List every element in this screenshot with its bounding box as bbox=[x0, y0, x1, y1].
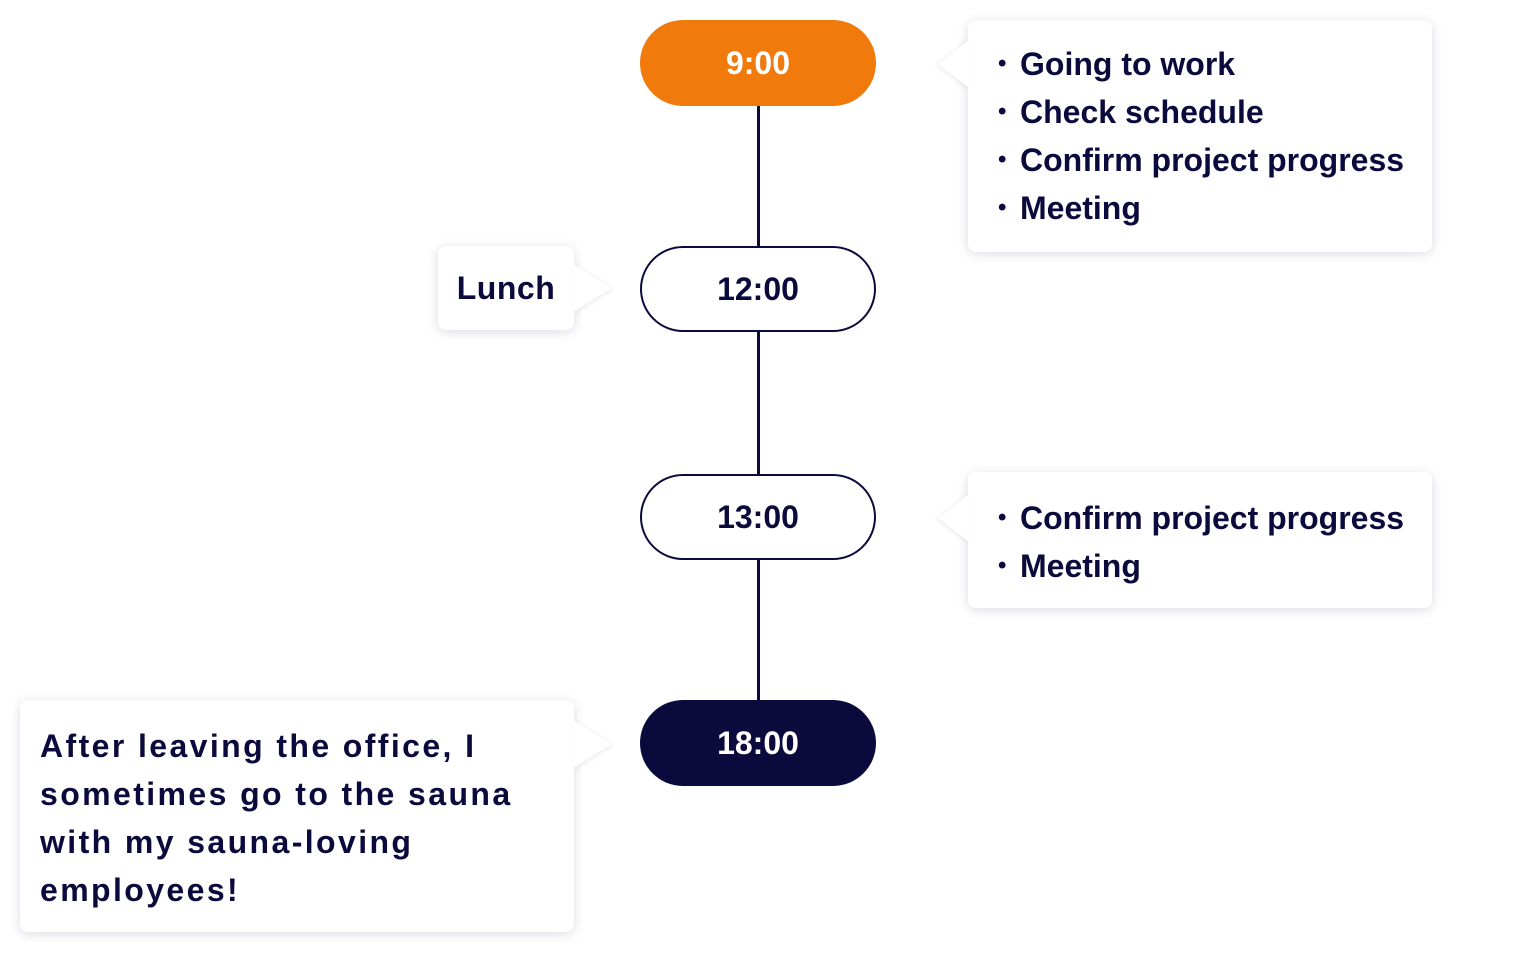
list-item: •Meeting bbox=[998, 548, 1141, 584]
callout-pointer bbox=[573, 264, 612, 312]
time-pill-9: 9:00 bbox=[640, 20, 876, 106]
morning-note-card: •Going to work •Check schedule •Confirm … bbox=[938, 20, 1432, 252]
connector-line-1 bbox=[757, 104, 760, 248]
list-item: •Confirm project progress bbox=[998, 500, 1405, 536]
lunch-note-card: Lunch bbox=[438, 246, 612, 330]
afternoon-task-list: •Confirm project progress •Meeting bbox=[998, 494, 1432, 590]
time-pill-18: 18:00 bbox=[640, 700, 876, 786]
time-label: 12:00 bbox=[717, 270, 799, 307]
connector-line-3 bbox=[757, 558, 760, 702]
callout-pointer bbox=[938, 494, 969, 542]
lunch-label: Lunch bbox=[456, 270, 556, 306]
morning-task-list: •Going to work •Check schedule •Confirm … bbox=[998, 40, 1432, 232]
connector-line-2 bbox=[757, 330, 760, 476]
time-pill-12: 12:00 bbox=[640, 246, 876, 332]
afternoon-note-card: •Confirm project progress •Meeting bbox=[938, 472, 1432, 608]
time-label: 13:00 bbox=[717, 498, 799, 535]
time-label: 18:00 bbox=[717, 724, 799, 761]
time-label: 9:00 bbox=[725, 44, 791, 81]
callout-pointer bbox=[573, 720, 612, 768]
evening-note-text: After leaving the office, I sometimes go… bbox=[40, 728, 513, 908]
list-item: •Going to work bbox=[998, 46, 1236, 82]
list-item: •Check schedule bbox=[998, 94, 1264, 130]
callout-pointer bbox=[938, 40, 969, 88]
list-item: •Meeting bbox=[998, 190, 1141, 226]
evening-note-card: After leaving the office, I sometimes go… bbox=[20, 700, 612, 932]
list-item: •Confirm project progress bbox=[998, 142, 1405, 178]
time-pill-13: 13:00 bbox=[640, 474, 876, 560]
